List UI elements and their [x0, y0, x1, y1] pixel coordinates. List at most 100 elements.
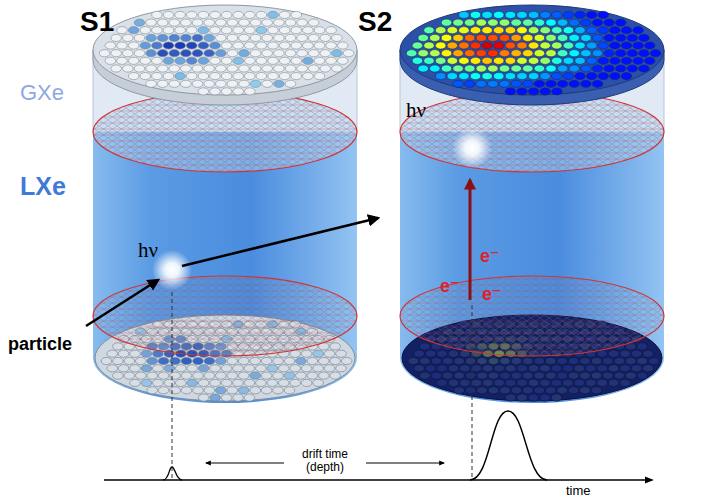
pmt	[575, 57, 586, 64]
pmt	[546, 19, 557, 26]
pmt	[244, 394, 255, 401]
pmt	[441, 65, 452, 72]
pmt	[140, 73, 151, 80]
pmt	[285, 50, 296, 57]
pmt	[453, 34, 464, 41]
pmt	[620, 350, 631, 357]
pmt	[534, 372, 545, 379]
pmt	[274, 19, 285, 26]
pmt	[552, 11, 563, 18]
pmt	[557, 80, 568, 87]
pmt	[107, 350, 118, 357]
pmt	[123, 34, 134, 41]
pmt	[569, 50, 580, 57]
pmt	[291, 11, 302, 18]
pmt	[591, 387, 602, 394]
pmt	[210, 27, 221, 34]
pmt	[551, 394, 562, 401]
pmt	[580, 357, 591, 364]
pmt	[285, 80, 296, 87]
pmt	[233, 27, 244, 34]
pmt	[557, 387, 568, 394]
pmt	[534, 357, 545, 364]
pmt	[297, 50, 308, 57]
pmt	[175, 42, 186, 49]
pmt	[631, 365, 642, 372]
pmt	[546, 65, 557, 72]
pmt	[604, 19, 615, 26]
pmt	[284, 357, 295, 364]
pmt	[187, 365, 198, 372]
pmt	[175, 11, 186, 18]
pmt	[134, 50, 145, 57]
pmt	[615, 65, 626, 72]
pmt	[528, 57, 539, 64]
pmt	[598, 57, 609, 64]
pmt	[227, 372, 238, 379]
pmt	[523, 50, 534, 57]
pmt	[447, 73, 458, 80]
pmt	[279, 73, 290, 80]
pmt	[221, 88, 232, 95]
pmt	[221, 394, 232, 401]
pmt	[152, 27, 163, 34]
pmt	[488, 80, 499, 87]
pmt	[134, 65, 145, 72]
pmt	[453, 19, 464, 26]
pmt	[511, 372, 522, 379]
pmt	[488, 65, 499, 72]
pmt	[551, 379, 562, 386]
pmt	[631, 350, 642, 357]
pmt	[239, 50, 250, 57]
pmt	[250, 387, 261, 394]
pmt	[111, 50, 122, 57]
pmt	[330, 343, 341, 350]
s1-pulse	[163, 467, 182, 480]
pmt	[493, 11, 504, 18]
pmt	[157, 34, 168, 41]
pmt	[437, 379, 448, 386]
pmt	[186, 73, 197, 80]
s1-flash	[152, 250, 192, 290]
pmt	[598, 73, 609, 80]
pmt	[146, 19, 157, 26]
pmt	[592, 80, 603, 87]
pmt	[152, 42, 163, 49]
pmt	[279, 57, 290, 64]
pmt	[141, 365, 152, 372]
pmt	[111, 65, 122, 72]
pmt	[459, 27, 470, 34]
pmt	[153, 379, 164, 386]
pmt	[268, 11, 279, 18]
pmt	[545, 387, 556, 394]
pmt	[256, 73, 267, 80]
pmt	[118, 365, 129, 372]
pmt	[637, 372, 648, 379]
pmt	[343, 50, 354, 57]
pmt	[320, 50, 331, 57]
pmt	[186, 42, 197, 49]
pmt	[626, 372, 637, 379]
pmt	[337, 42, 348, 49]
pmt	[610, 27, 621, 34]
pmt	[256, 27, 267, 34]
pmt	[517, 73, 528, 80]
pmt	[303, 57, 314, 64]
pmt	[216, 19, 227, 26]
pmt	[181, 372, 192, 379]
pmt	[604, 50, 615, 57]
pmt	[256, 365, 267, 372]
pmt	[453, 65, 464, 72]
pmt	[307, 357, 318, 364]
pmt	[273, 387, 284, 394]
pmt	[99, 50, 110, 57]
pmt	[534, 65, 545, 72]
pmt	[528, 11, 539, 18]
pmt	[326, 27, 337, 34]
pmt	[157, 50, 168, 57]
pmt	[221, 27, 232, 34]
pmt	[221, 73, 232, 80]
pmt	[170, 372, 181, 379]
cathode-mesh	[93, 276, 357, 356]
pmt	[643, 365, 654, 372]
